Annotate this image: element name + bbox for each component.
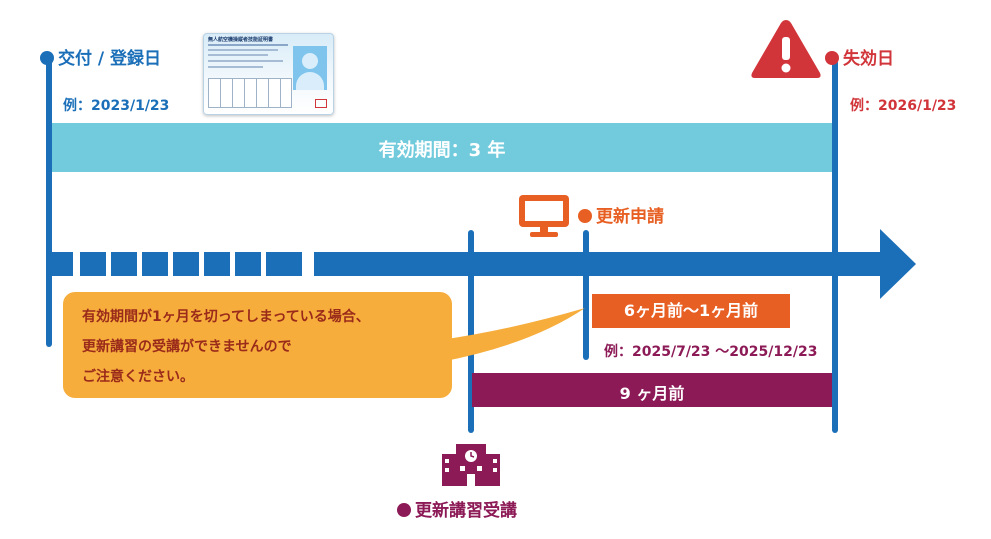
license-card-title: 無人航空機操縦者技能証明書	[208, 37, 274, 43]
timeline-dash-segment	[80, 252, 106, 276]
course-window-label: 9 ヶ月前	[619, 384, 685, 403]
timeline-arrowhead	[880, 229, 916, 299]
expiry-marker-dot	[825, 51, 839, 65]
application-range-badge: 6ヶ月前〜1ヶ月前	[592, 294, 790, 328]
application-start-vertical-line	[583, 230, 589, 360]
timeline-dash-segment	[266, 252, 302, 276]
course-window-bar	[472, 373, 832, 407]
timeline-dash-segment	[111, 252, 137, 276]
renewal-course-label: 更新講習受講	[397, 496, 517, 521]
issue-marker-dot	[40, 51, 54, 65]
application-marker-dot	[578, 209, 592, 223]
timeline-solid	[314, 252, 884, 276]
expiry-example: 例：2026/1/23	[850, 98, 957, 114]
timeline-dash-segment	[142, 252, 168, 276]
validity-bar-label: 有効期間：3 年	[378, 140, 506, 161]
license-card-photo	[293, 46, 327, 90]
expiry-date-label: 失効日	[825, 44, 894, 69]
issue-example: 例：2023/1/23	[63, 98, 170, 114]
validity-bar	[49, 123, 835, 172]
license-card-image: 無人航空機操縦者技能証明書	[203, 33, 334, 115]
school-icon	[442, 444, 500, 486]
issue-date-label: 交付 / 登録日	[40, 44, 161, 69]
expiry-vertical-line	[832, 60, 838, 433]
warning-note-line-3: ご注意ください。	[82, 369, 194, 385]
warning-note-line-2: 更新講習の受講ができませんので	[82, 339, 292, 355]
warning-note-line-1: 有効期間が1ヶ月を切ってしまっている場合、	[82, 309, 370, 325]
timeline-dash-segment	[49, 252, 73, 276]
application-range-example: 例：2025/7/23 ～2025/12/23	[604, 344, 818, 360]
timeline-dash-segment	[204, 252, 230, 276]
timeline-dash-segment	[235, 252, 261, 276]
renewal-application-label: 更新申請	[578, 202, 664, 227]
timeline-dash-segment	[173, 252, 199, 276]
course-start-vertical-line	[468, 230, 474, 433]
course-marker-dot	[397, 503, 411, 517]
warning-icon	[751, 20, 821, 78]
note-callout-tail	[440, 308, 585, 362]
monitor-icon	[519, 195, 569, 237]
issue-vertical-line	[46, 60, 52, 347]
warning-note: 有効期間が1ヶ月を切ってしまっている場合、 更新講習の受講ができませんので ご注…	[63, 292, 452, 398]
